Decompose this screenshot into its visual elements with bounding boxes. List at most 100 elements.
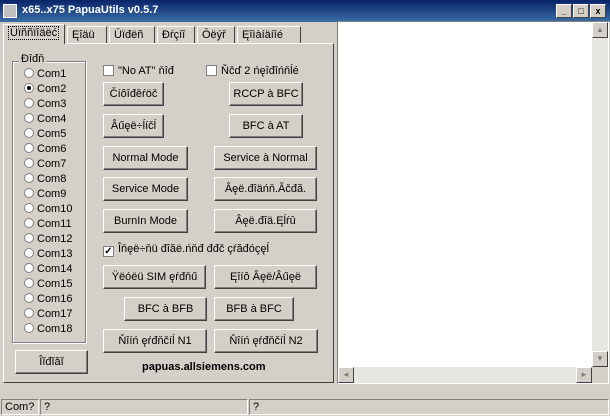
port-radio-com2[interactable]: Com2	[24, 83, 66, 97]
config-toggle-button[interactable]: Ęîíô Âęë/Âűęë	[214, 265, 317, 289]
port-radio-com3[interactable]: Com3	[24, 98, 66, 112]
tab-codes[interactable]: Ęîäü	[67, 26, 107, 43]
sim-card-button[interactable]: Ÿëóëü SIM ęŕđňű	[103, 265, 206, 289]
port-radio-label: Com14	[37, 263, 73, 275]
radio-dot[interactable]	[24, 293, 34, 303]
radio-dot[interactable]	[24, 323, 34, 333]
service-to-normal-button[interactable]: Service à Normal	[214, 146, 317, 170]
port-radio-label: Com15	[37, 278, 73, 290]
radio-dot[interactable]	[24, 188, 34, 198]
port-radio-label: Com16	[37, 293, 73, 305]
scroll-up-icon[interactable]: ▲	[592, 22, 608, 38]
rccp-to-bfc-button[interactable]: RCCP à BFC	[229, 82, 303, 106]
no-at-label: "No AT" ňîđ	[118, 65, 174, 77]
tab-main[interactable]: Ūïññïîäëć	[3, 24, 65, 44]
port-radio-label: Com11	[37, 218, 72, 230]
website-link[interactable]: papuas.allsiemens.com	[142, 361, 266, 373]
port-radio-label: Com7	[37, 158, 67, 170]
port-radio-com15[interactable]: Com15	[24, 278, 72, 292]
tab-strip: Ūïññïîäëć Ęîäü Ūïđëñ Đŕçíî Ōëýř Ęîìàíäíî…	[3, 24, 338, 44]
maximize-button[interactable]: □	[573, 4, 589, 18]
port-radio-label: Com4	[37, 113, 67, 125]
status-field-3: ?	[249, 399, 609, 415]
radio-dot[interactable]	[24, 278, 34, 288]
enable-hw-button[interactable]: Âęë.đîäńň.Ăčđă.	[214, 177, 317, 201]
radio-dot[interactable]	[24, 83, 34, 93]
radio-dot[interactable]	[24, 173, 34, 183]
bfb-to-bfc-button[interactable]: BFB à BFC	[214, 297, 294, 321]
port-radio-com14[interactable]: Com14	[24, 263, 72, 277]
burnin-mode-button[interactable]: BurnIn Mode	[103, 209, 188, 233]
tone-n2-button[interactable]: Ňîíń ęŕđňčíĺ N2	[214, 329, 318, 353]
port-radio-com9[interactable]: Com9	[24, 188, 66, 202]
tab-label: Ęîäü	[72, 29, 95, 41]
output-log[interactable]: ▲ ▼ ◄ ►	[337, 21, 609, 384]
port-radio-com5[interactable]: Com5	[24, 128, 66, 142]
log-box[interactable]: ✓	[103, 246, 114, 257]
port-group	[12, 61, 86, 343]
radio-dot[interactable]	[24, 113, 34, 123]
bfc-to-at-button[interactable]: BFC à AT	[229, 114, 303, 138]
tab-misc[interactable]: Đŕçíî	[157, 26, 195, 43]
tab-flash[interactable]: Ōëýř	[197, 26, 235, 43]
port-radio-com16[interactable]: Com16	[24, 293, 72, 307]
title-bar[interactable]: x65..x75 PapuaUtils v0.5.7 _ □ x	[0, 0, 610, 22]
port-radio-label: Com12	[37, 233, 73, 245]
tab-profile[interactable]: Ūïđëñ	[109, 26, 155, 43]
two-speeds-label: Ňčď 2 ńęîđîńňĺé	[221, 65, 299, 77]
open-port-button[interactable]: Îĭđĭăĭ	[15, 350, 88, 374]
radio-dot[interactable]	[24, 218, 34, 228]
info-button[interactable]: Číôîđěŕöč	[103, 82, 164, 106]
port-radio-label: Com13	[37, 248, 73, 260]
port-radio-com13[interactable]: Com13	[24, 248, 72, 262]
radio-dot[interactable]	[24, 68, 34, 78]
port-radio-label: Com17	[37, 308, 73, 320]
two-speeds-checkbox[interactable]: Ňčď 2 ńęîđîńňĺé	[206, 65, 299, 77]
tab-command[interactable]: Ęîìàíäíîé	[237, 26, 301, 43]
no-at-box[interactable]	[103, 65, 114, 76]
radio-dot[interactable]	[24, 248, 34, 258]
port-radio-label: Com5	[37, 128, 67, 140]
radio-dot[interactable]	[24, 128, 34, 138]
radio-dot[interactable]	[24, 158, 34, 168]
port-radio-com17[interactable]: Com17	[24, 308, 72, 322]
port-radio-com18[interactable]: Com18	[24, 323, 72, 337]
no-at-checkbox[interactable]: "No AT" ňîđ	[103, 65, 174, 77]
service-mode-button[interactable]: Service Mode	[103, 177, 188, 201]
port-radio-com7[interactable]: Com7	[24, 158, 66, 172]
tab-label: Đŕçíî	[162, 29, 186, 41]
port-radio-com12[interactable]: Com12	[24, 233, 72, 247]
vertical-scrollbar[interactable]: ▲ ▼	[592, 22, 608, 367]
port-radio-label: Com18	[37, 323, 73, 335]
port-radio-com1[interactable]: Com1	[24, 68, 66, 82]
normal-mode-button[interactable]: Normal Mode	[103, 146, 188, 170]
tab-label: Ūïññïîäëć	[8, 26, 60, 40]
bfc-to-bfb-button[interactable]: BFC à BFB	[124, 297, 207, 321]
radio-dot[interactable]	[24, 98, 34, 108]
scroll-right-icon[interactable]: ►	[576, 367, 592, 383]
port-radio-com4[interactable]: Com4	[24, 113, 66, 127]
tone-n1-button[interactable]: Ňîíń ęŕđňčíĺ N1	[103, 329, 207, 353]
port-radio-com11[interactable]: Com11	[24, 218, 72, 232]
scroll-down-icon[interactable]: ▼	[592, 351, 608, 367]
port-radio-com10[interactable]: Com10	[24, 203, 72, 217]
radio-dot[interactable]	[24, 203, 34, 213]
scroll-left-icon[interactable]: ◄	[338, 367, 354, 383]
log-checkbox[interactable]: ✓ Îňęë÷ňü đîăë.ńňđ đđč çŕăđóçęĺ	[103, 243, 269, 257]
two-speeds-box[interactable]	[206, 65, 217, 76]
log-label: Îňęë÷ňü đîăë.ńňđ đđč çŕăđóçęĺ	[118, 243, 269, 255]
enable-keys-button[interactable]: Âęë.đîä.Ęĺŕû	[214, 209, 317, 233]
radio-dot[interactable]	[24, 233, 34, 243]
close-button[interactable]: x	[590, 4, 606, 18]
port-radio-com8[interactable]: Com8	[24, 173, 66, 187]
radio-dot[interactable]	[24, 143, 34, 153]
horizontal-scrollbar[interactable]: ◄ ►	[338, 367, 592, 383]
radio-dot[interactable]	[24, 263, 34, 273]
minimize-button[interactable]: _	[556, 4, 572, 18]
port-radio-com6[interactable]: Com6	[24, 143, 66, 157]
tab-label: Ōëýř	[202, 29, 226, 41]
radio-dot[interactable]	[24, 308, 34, 318]
port-radio-label: Com10	[37, 203, 73, 215]
app-icon	[3, 4, 17, 18]
power-off-button[interactable]: Âűęë÷ĺíčĺ	[103, 114, 164, 138]
